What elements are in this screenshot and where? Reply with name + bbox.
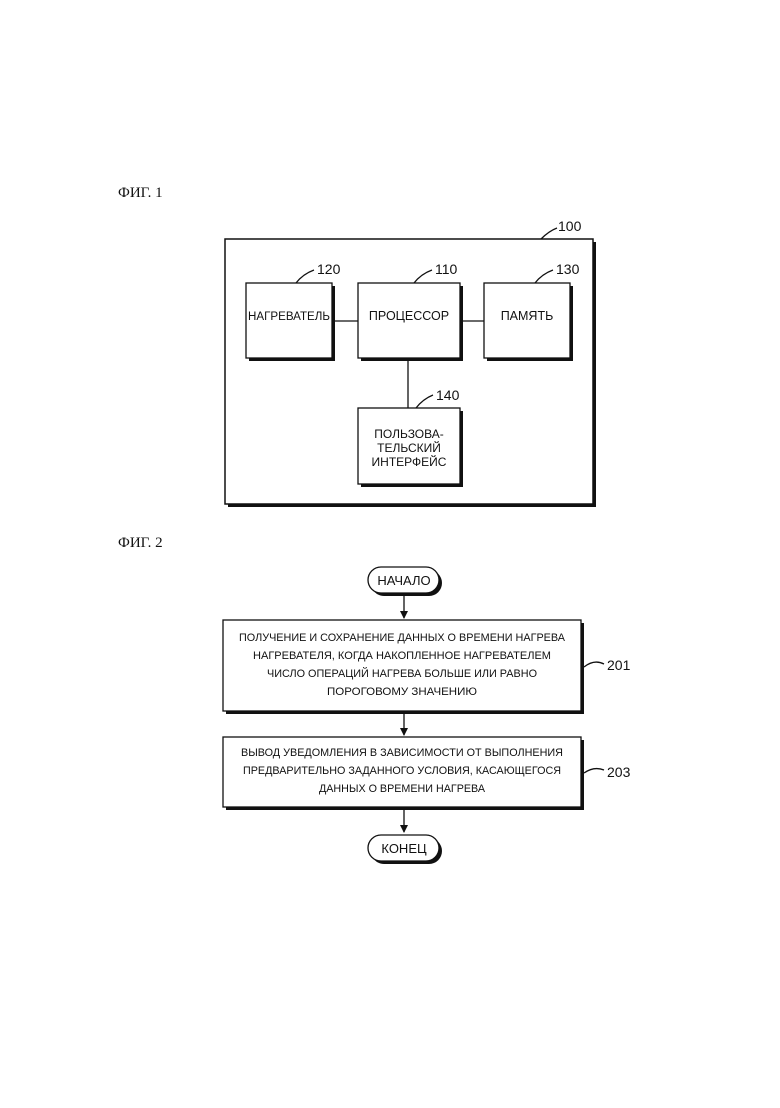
- memory-label: ПАМЯТЬ: [501, 309, 554, 323]
- step-203-ref-leader: [584, 769, 604, 773]
- step-203-line-2: ПРЕДВАРИТЕЛЬНО ЗАДАННОГО УСЛОВИЯ, КАСАЮЩ…: [243, 765, 561, 777]
- step-203-box: ВЫВОД УВЕДОМЛЕНИЯ В ЗАВИСИМОСТИ ОТ ВЫПОЛ…: [223, 737, 631, 810]
- step-201-ref-leader: [584, 662, 604, 667]
- step-203-line-3: ДАННЫХ О ВРЕМЕНИ НАГРЕВА: [319, 783, 486, 795]
- device-ref-number: 100: [558, 218, 582, 234]
- step-201-line-2: НАГРЕВАТЕЛЯ, КОГДА НАКОПЛЕННОЕ НАГРЕВАТЕ…: [253, 650, 551, 662]
- figure-2: ФИГ. 2 НАЧАЛО ПОЛУЧЕНИЕ И СОХРАНЕНИЕ ДАН…: [118, 535, 631, 864]
- figure-1: ФИГ. 1 100 НАГРЕВАТЕЛЬ 120 ПРОЦЕССОР 110: [118, 185, 596, 507]
- step-203-line-1: ВЫВОД УВЕДОМЛЕНИЯ В ЗАВИСИМОСТИ ОТ ВЫПОЛ…: [241, 747, 563, 759]
- step-203-ref-number: 203: [607, 764, 631, 780]
- step-201-ref-number: 201: [607, 657, 631, 673]
- step-201-line-4: ПОРОГОВОМУ ЗНАЧЕНИЮ: [327, 686, 477, 698]
- processor-label: ПРОЦЕССОР: [369, 309, 449, 323]
- step-201-line-3: ЧИСЛО ОПЕРАЦИЙ НАГРЕВА БОЛЬШЕ ИЛИ РАВНО: [267, 667, 537, 680]
- heater-label: НАГРЕВАТЕЛЬ: [248, 311, 330, 323]
- start-terminator: НАЧАЛО: [368, 567, 442, 596]
- ui-ref-number: 140: [436, 387, 460, 403]
- ui-label-line-3: ИНТЕРФЕЙС: [372, 454, 447, 469]
- fig1-label: ФИГ. 1: [118, 185, 163, 201]
- device-ref-leader: [541, 228, 557, 239]
- fig2-label: ФИГ. 2: [118, 535, 163, 551]
- ui-label-line-1: ПОЛЬЗОВА-: [374, 427, 444, 441]
- step-201-box: ПОЛУЧЕНИЕ И СОХРАНЕНИЕ ДАННЫХ О ВРЕМЕНИ …: [223, 620, 631, 714]
- end-terminator: КОНЕЦ: [368, 835, 442, 864]
- ui-label-line-2: ТЕЛЬСКИЙ: [377, 440, 441, 455]
- heater-ref-number: 120: [317, 261, 341, 277]
- memory-ref-number: 130: [556, 261, 580, 277]
- processor-ref-number: 110: [435, 261, 458, 277]
- start-label: НАЧАЛО: [377, 573, 430, 588]
- end-label: КОНЕЦ: [381, 841, 427, 856]
- step-201-line-1: ПОЛУЧЕНИЕ И СОХРАНЕНИЕ ДАННЫХ О ВРЕМЕНИ …: [239, 632, 566, 644]
